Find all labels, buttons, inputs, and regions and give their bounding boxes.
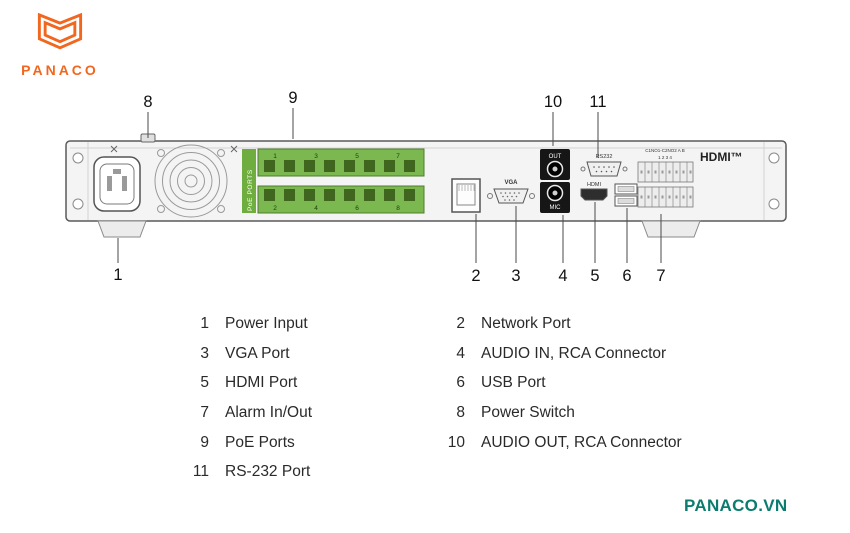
- svg-text:3: 3: [314, 153, 318, 160]
- legend-num: 4: [456, 344, 465, 362]
- svg-text:5: 5: [355, 153, 359, 160]
- svg-text:7: 7: [396, 153, 400, 160]
- audio-out-label: OUT: [549, 154, 562, 160]
- legend-label: PoE Ports: [225, 433, 295, 451]
- legend-num: 7: [200, 403, 209, 421]
- legend-label: HDMI Port: [225, 374, 298, 392]
- legend-label: USB Port: [481, 374, 546, 392]
- svg-text:1: 1: [273, 153, 277, 160]
- callout-number-11: 11: [589, 93, 606, 111]
- legend-row: 1 Power Input 2 Network Port: [183, 309, 682, 339]
- poe-pin-slots: [264, 160, 415, 201]
- legend-label: AUDIO IN, RCA Connector: [481, 344, 667, 362]
- callout-number-8: 8: [143, 93, 152, 111]
- callout-number-7: 7: [656, 267, 665, 285]
- legend-num: 8: [456, 403, 465, 421]
- hdmi-logo-text: HDMI™: [700, 150, 743, 164]
- legend-label: VGA Port: [225, 344, 290, 362]
- legend-num: 9: [200, 433, 209, 451]
- legend-table: 1 Power Input 2 Network Port 3 VGA Port …: [183, 309, 682, 487]
- callout-number-3: 3: [511, 267, 520, 285]
- legend-row: 9 PoE Ports 10 AUDIO OUT, RCA Connector: [183, 428, 682, 458]
- rear-panel-diagram: PoE PORTS 1 3 5 7 2 4 6 8: [0, 85, 850, 300]
- legend-row: 3 VGA Port 4 AUDIO IN, RCA Connector: [183, 339, 682, 369]
- rear-panel-svg: PoE PORTS 1 3 5 7 2 4 6 8: [65, 89, 787, 285]
- rs232-label: RS232: [596, 154, 613, 160]
- audio-in-rca: MIC: [540, 182, 570, 213]
- hdmi-port-label: HDMI: [587, 182, 602, 188]
- power-input-socket: [93, 156, 141, 212]
- legend-row: 11 RS-232 Port: [183, 457, 682, 487]
- fan-grille: [154, 144, 228, 218]
- callout-numbers: 8 9 10 11 1 2 3 4 5 6 7: [113, 89, 665, 285]
- legend-num: 1: [200, 314, 209, 332]
- legend-row: 7 Alarm In/Out 8 Power Switch: [183, 398, 682, 428]
- callout-number-1: 1: [113, 266, 122, 284]
- poe-port-numbers: 1 3 5 7 2 4 6 8: [273, 153, 400, 212]
- alarm-top-label: C1NO1-C2NO2 A B: [645, 148, 685, 153]
- callout-lines: [117, 108, 662, 263]
- book-logo-icon: [37, 12, 83, 50]
- site-url: PANACO.VN: [684, 496, 788, 515]
- legend-label: RS-232 Port: [225, 463, 311, 481]
- vga-port: VGA: [487, 180, 535, 204]
- legend-num: 3: [200, 344, 209, 362]
- network-port: [451, 178, 481, 213]
- svg-text:4: 4: [314, 205, 318, 212]
- poe-ports-block: PoE PORTS 1 3 5 7 2 4 6 8: [242, 148, 425, 214]
- callout-number-4: 4: [558, 267, 567, 285]
- alarm-bottom-label: 1 2 3 4: [658, 155, 672, 160]
- callout-number-5: 5: [590, 267, 599, 285]
- vga-label: VGA: [504, 180, 518, 186]
- legend-label: Alarm In/Out: [225, 403, 312, 421]
- legend-num: 2: [456, 314, 465, 332]
- svg-text:8: 8: [396, 205, 400, 212]
- legend-label: AUDIO OUT, RCA Connector: [481, 433, 682, 451]
- legend-label: Network Port: [481, 314, 571, 332]
- brand-logo: PANACO: [18, 10, 102, 78]
- rs232-port: RS232: [580, 154, 628, 177]
- logo-text: PANACO: [21, 62, 99, 78]
- callout-number-6: 6: [622, 267, 631, 285]
- alarm-terminal-block: C1NO1-C2NO2 A B 1 2 3 4: [637, 148, 694, 208]
- hdmi-port: HDMI: [580, 182, 608, 201]
- callout-number-2: 2: [471, 267, 480, 285]
- legend-label: Power Switch: [481, 403, 575, 421]
- legend-row: 5 HDMI Port 6 USB Port: [183, 368, 682, 398]
- usb-ports: [614, 183, 638, 207]
- svg-text:2: 2: [273, 205, 277, 212]
- callout-number-9: 9: [288, 89, 297, 107]
- legend-num: 6: [456, 374, 465, 392]
- legend-num: 5: [200, 374, 209, 392]
- legend-label: Power Input: [225, 314, 308, 332]
- audio-in-label: MIC: [550, 205, 562, 211]
- callout-number-10: 10: [544, 93, 562, 111]
- svg-text:6: 6: [355, 205, 359, 212]
- poe-ports-label: PoE PORTS: [247, 169, 254, 211]
- legend-num: 11: [192, 463, 209, 481]
- audio-out-rca: OUT: [540, 149, 570, 180]
- legend-num: 10: [447, 433, 465, 451]
